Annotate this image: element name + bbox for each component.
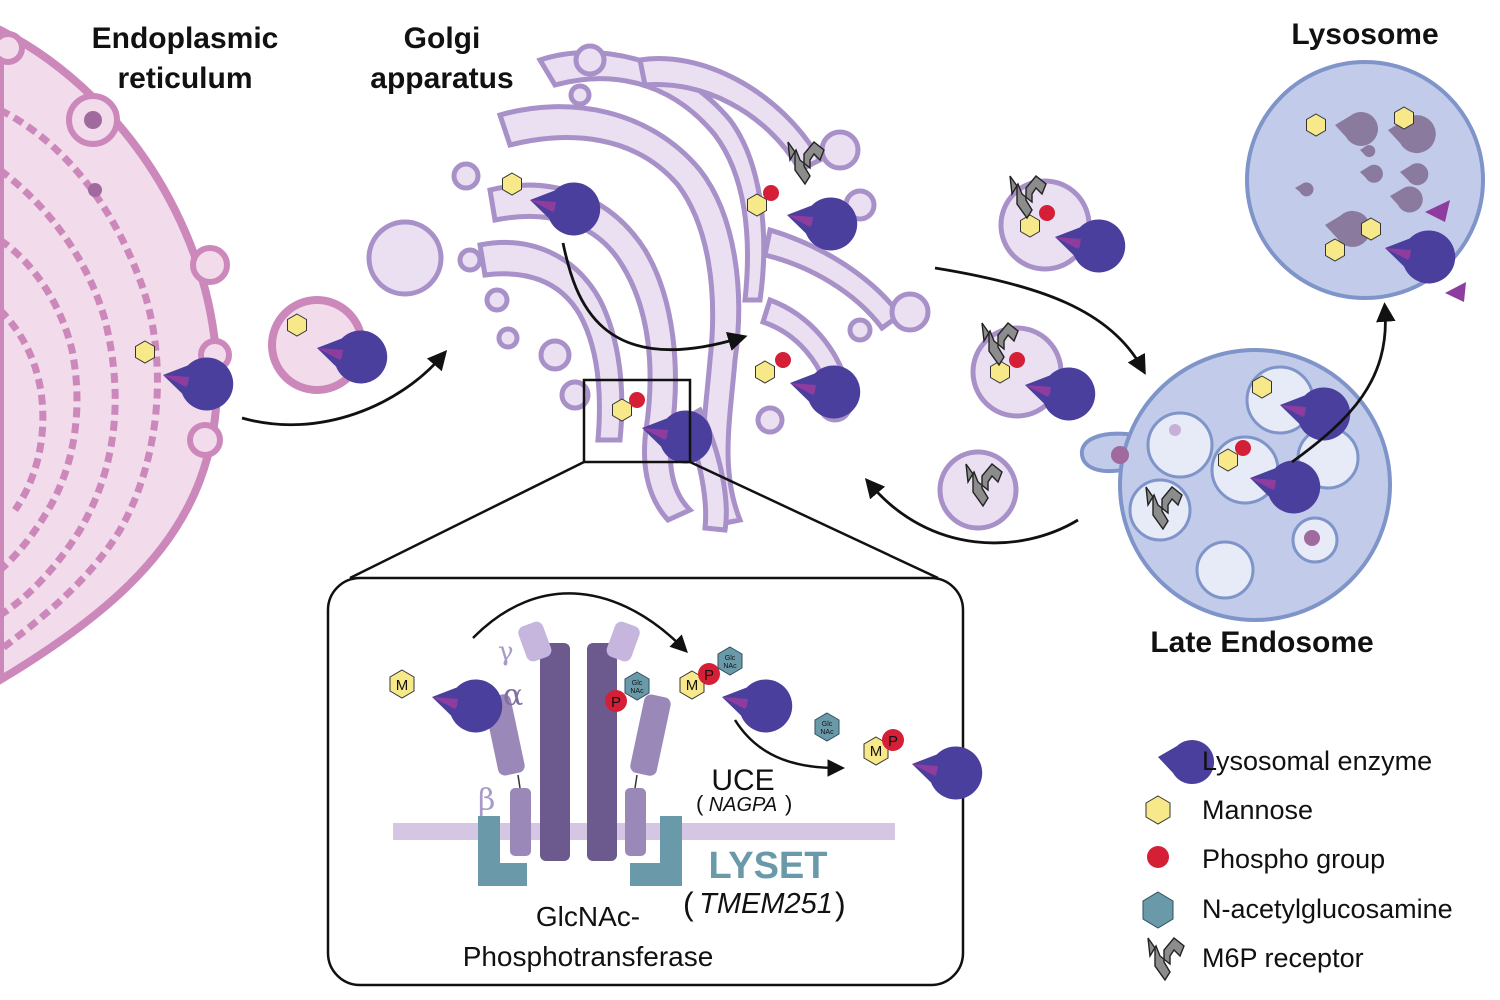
pathway-arrows — [241, 242, 1396, 545]
inset-mannose-intermediate-tag: M — [686, 677, 699, 694]
legend-label-4: M6P receptor — [1202, 943, 1364, 973]
vesicle-mannose-icon — [287, 313, 307, 337]
lysosome — [1245, 60, 1485, 302]
beta-label: β — [478, 783, 495, 818]
gamma-label: γ — [498, 637, 514, 667]
er-mannose-icon — [135, 340, 155, 364]
inset-phospho-m6p-tag: P — [888, 733, 898, 750]
inset-phospho-m6p-icon — [882, 729, 904, 751]
inset-glcnac-intermediate-icon — [717, 646, 743, 676]
golgi-label-line2: apparatus — [370, 62, 513, 95]
legend-label-0: Lysosomal enzyme — [1202, 746, 1432, 776]
lyset-gene-open: ( — [683, 886, 694, 922]
inset-phospho-bound-icon — [605, 690, 627, 712]
legend: Lysosomal enzyme Mannose Phospho group N… — [1142, 740, 1453, 981]
legend-label-2: Phospho group — [1202, 844, 1385, 874]
zoom-box — [582, 378, 692, 464]
receptor-vesicles — [937, 175, 1126, 531]
zoom-line-left — [349, 460, 585, 580]
inset-phospho-bound-tag: P — [611, 694, 621, 711]
endoplasmic-reticulum — [0, 25, 232, 685]
phospho-group-icon — [1147, 846, 1169, 868]
inset-arrow-uncover — [733, 719, 845, 777]
golgi-phospho-trans-2-icon — [775, 352, 791, 368]
inset-arrow-transfer — [472, 592, 688, 653]
enzyme-name-line1: GlcNAc- — [536, 901, 640, 932]
inset-glcnac-bound-line1: Glc — [632, 680, 643, 687]
golgi-phospho-trans-icon — [763, 185, 779, 201]
lyset-left — [478, 816, 527, 886]
inset-mannose-icon — [389, 669, 415, 699]
lyset-gene-label: TMEM251 — [699, 888, 833, 920]
golgi-mannose-trans-2-icon — [755, 360, 775, 384]
uce-gene-open: ( — [696, 791, 704, 816]
n-acetylglucosamine-icon — [1142, 891, 1174, 929]
golgi-enzyme-trans-2 — [790, 365, 861, 419]
golgi-apparatus — [477, 50, 904, 533]
lyset-gene-close: ) — [835, 886, 846, 922]
legend-label-3: N-acetylglucosamine — [1202, 894, 1453, 924]
uce-label: UCE — [711, 764, 774, 797]
uce-gene-close: ) — [785, 791, 792, 816]
zoom-line-right — [689, 460, 939, 580]
late-endosome — [1079, 348, 1392, 622]
golgi-label-line1: Golgi — [404, 22, 481, 55]
inset-mannose-m6p-tag: M — [870, 743, 883, 760]
inset-phospho-intermediate-icon — [698, 663, 720, 685]
inset-glcnac-bound-icon — [624, 671, 650, 701]
er-label-line1: Endoplasmic — [92, 22, 279, 55]
inset-phospho-intermediate-tag: P — [704, 667, 714, 684]
m6p-receptor-icon — [1147, 937, 1185, 981]
golgi-mannose-trans-icon — [747, 193, 767, 217]
inset-glcnac-intermediate-line2: NAc — [723, 663, 737, 670]
enzyme-name-line2: Phosphotransferase — [463, 941, 714, 972]
lysosome-label: Lysosome — [1291, 18, 1438, 51]
golgi-mannose-entry-icon — [502, 172, 522, 196]
inset-glcnac-bound-line2: NAc — [630, 688, 644, 695]
inset-glcnac-released-icon — [814, 712, 840, 742]
late-endosome-label: Late Endosome — [1150, 626, 1373, 659]
er-label-line2: reticulum — [117, 62, 252, 95]
golgi-mannose-phospho-icon — [612, 398, 632, 422]
inset-glcnac-released-line1: Glc — [822, 721, 833, 728]
alpha-label: α — [503, 678, 523, 713]
lyset-right — [630, 816, 682, 886]
uce-gene-label: NAGPA — [709, 794, 778, 816]
inset-glcnac-intermediate-line1: Glc — [725, 655, 736, 662]
inset-mannose-tag: M — [396, 677, 409, 694]
inset-panel: γ α β M Glc NAc P M P Glc NAc Glc NAc M … — [326, 576, 983, 987]
golgi-phospho-icon — [629, 392, 645, 408]
mannose-icon — [1145, 795, 1171, 825]
lyset-label: LYSET — [709, 845, 828, 887]
legend-label-1: Mannose — [1202, 795, 1313, 825]
inset-glcnac-released-line2: NAc — [820, 729, 834, 736]
